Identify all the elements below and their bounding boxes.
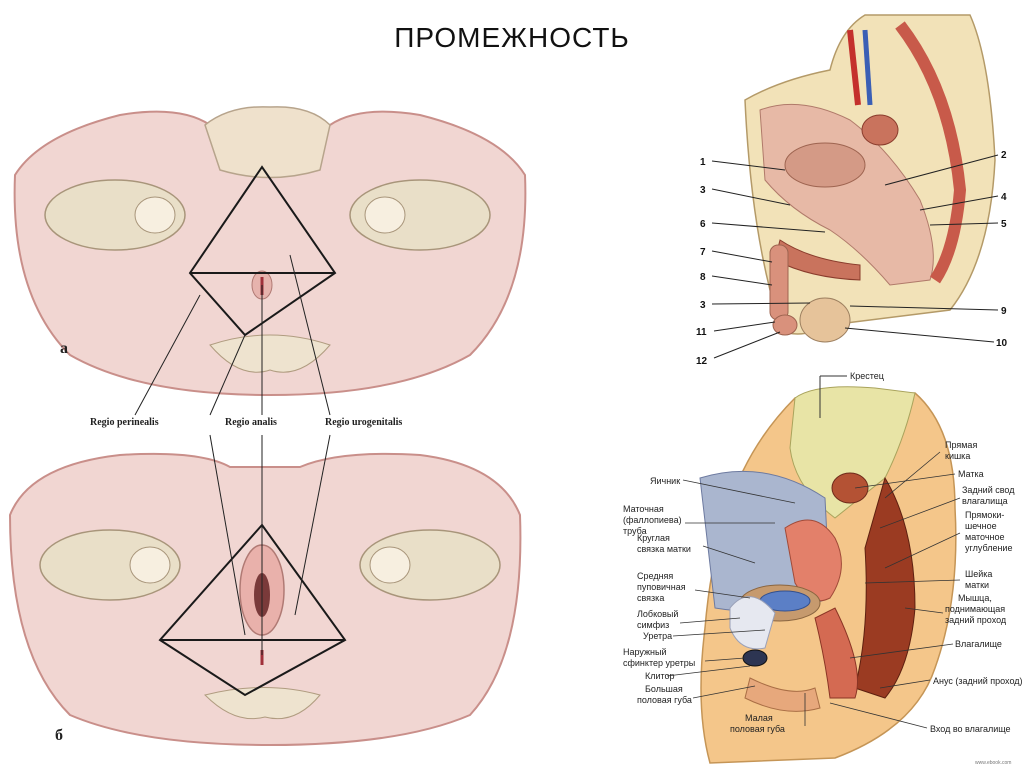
label-yaichnik: Яичник <box>650 476 680 486</box>
label-vkhod-vo-vlagalishche: Вход во влагалище <box>930 724 1011 734</box>
callout-10: 10 <box>996 338 1008 349</box>
label-matochnaya-truba: Маточная(фаллопиева)труба <box>623 504 682 536</box>
callout-6: 6 <box>700 219 706 230</box>
label-vlagalishche: Влагалище <box>955 639 1002 649</box>
callout-9: 9 <box>1001 306 1007 317</box>
pelvis-view-b <box>10 454 520 745</box>
callout-8: 8 <box>700 272 706 283</box>
callout-2: 2 <box>1001 150 1007 161</box>
label-uretra: Уретра <box>643 631 672 641</box>
letter-b: б <box>55 727 63 744</box>
pelvis-view-a <box>15 107 526 395</box>
sagittal-section-numbered: 1 2 3 4 6 5 7 8 3 9 11 10 12 <box>690 10 1024 365</box>
callout-11: 11 <box>696 327 707 338</box>
callout-3a: 3 <box>700 185 706 196</box>
callout-5: 5 <box>1001 219 1007 230</box>
label-krestets: Крестец <box>850 371 884 381</box>
label-matka: Матка <box>958 469 984 479</box>
letter-a: а <box>60 340 68 357</box>
label-anus: Анус (задний проход) <box>933 676 1023 686</box>
callout-4: 4 <box>1001 192 1007 203</box>
callout-12: 12 <box>696 356 708 365</box>
label-regio-analis: Regio analis <box>225 417 277 428</box>
watermark: www.ebook.com <box>975 760 1011 766</box>
label-regio-urogenitalis: Regio urogenitalis <box>325 417 402 428</box>
perineum-regions-illustration: а Regio perinealis Regio analis Regio ur… <box>0 95 540 767</box>
callout-7: 7 <box>700 247 706 258</box>
label-regio-perinealis: Regio perinealis <box>90 417 159 428</box>
callout-3b: 3 <box>700 300 706 311</box>
callout-1: 1 <box>700 157 706 168</box>
